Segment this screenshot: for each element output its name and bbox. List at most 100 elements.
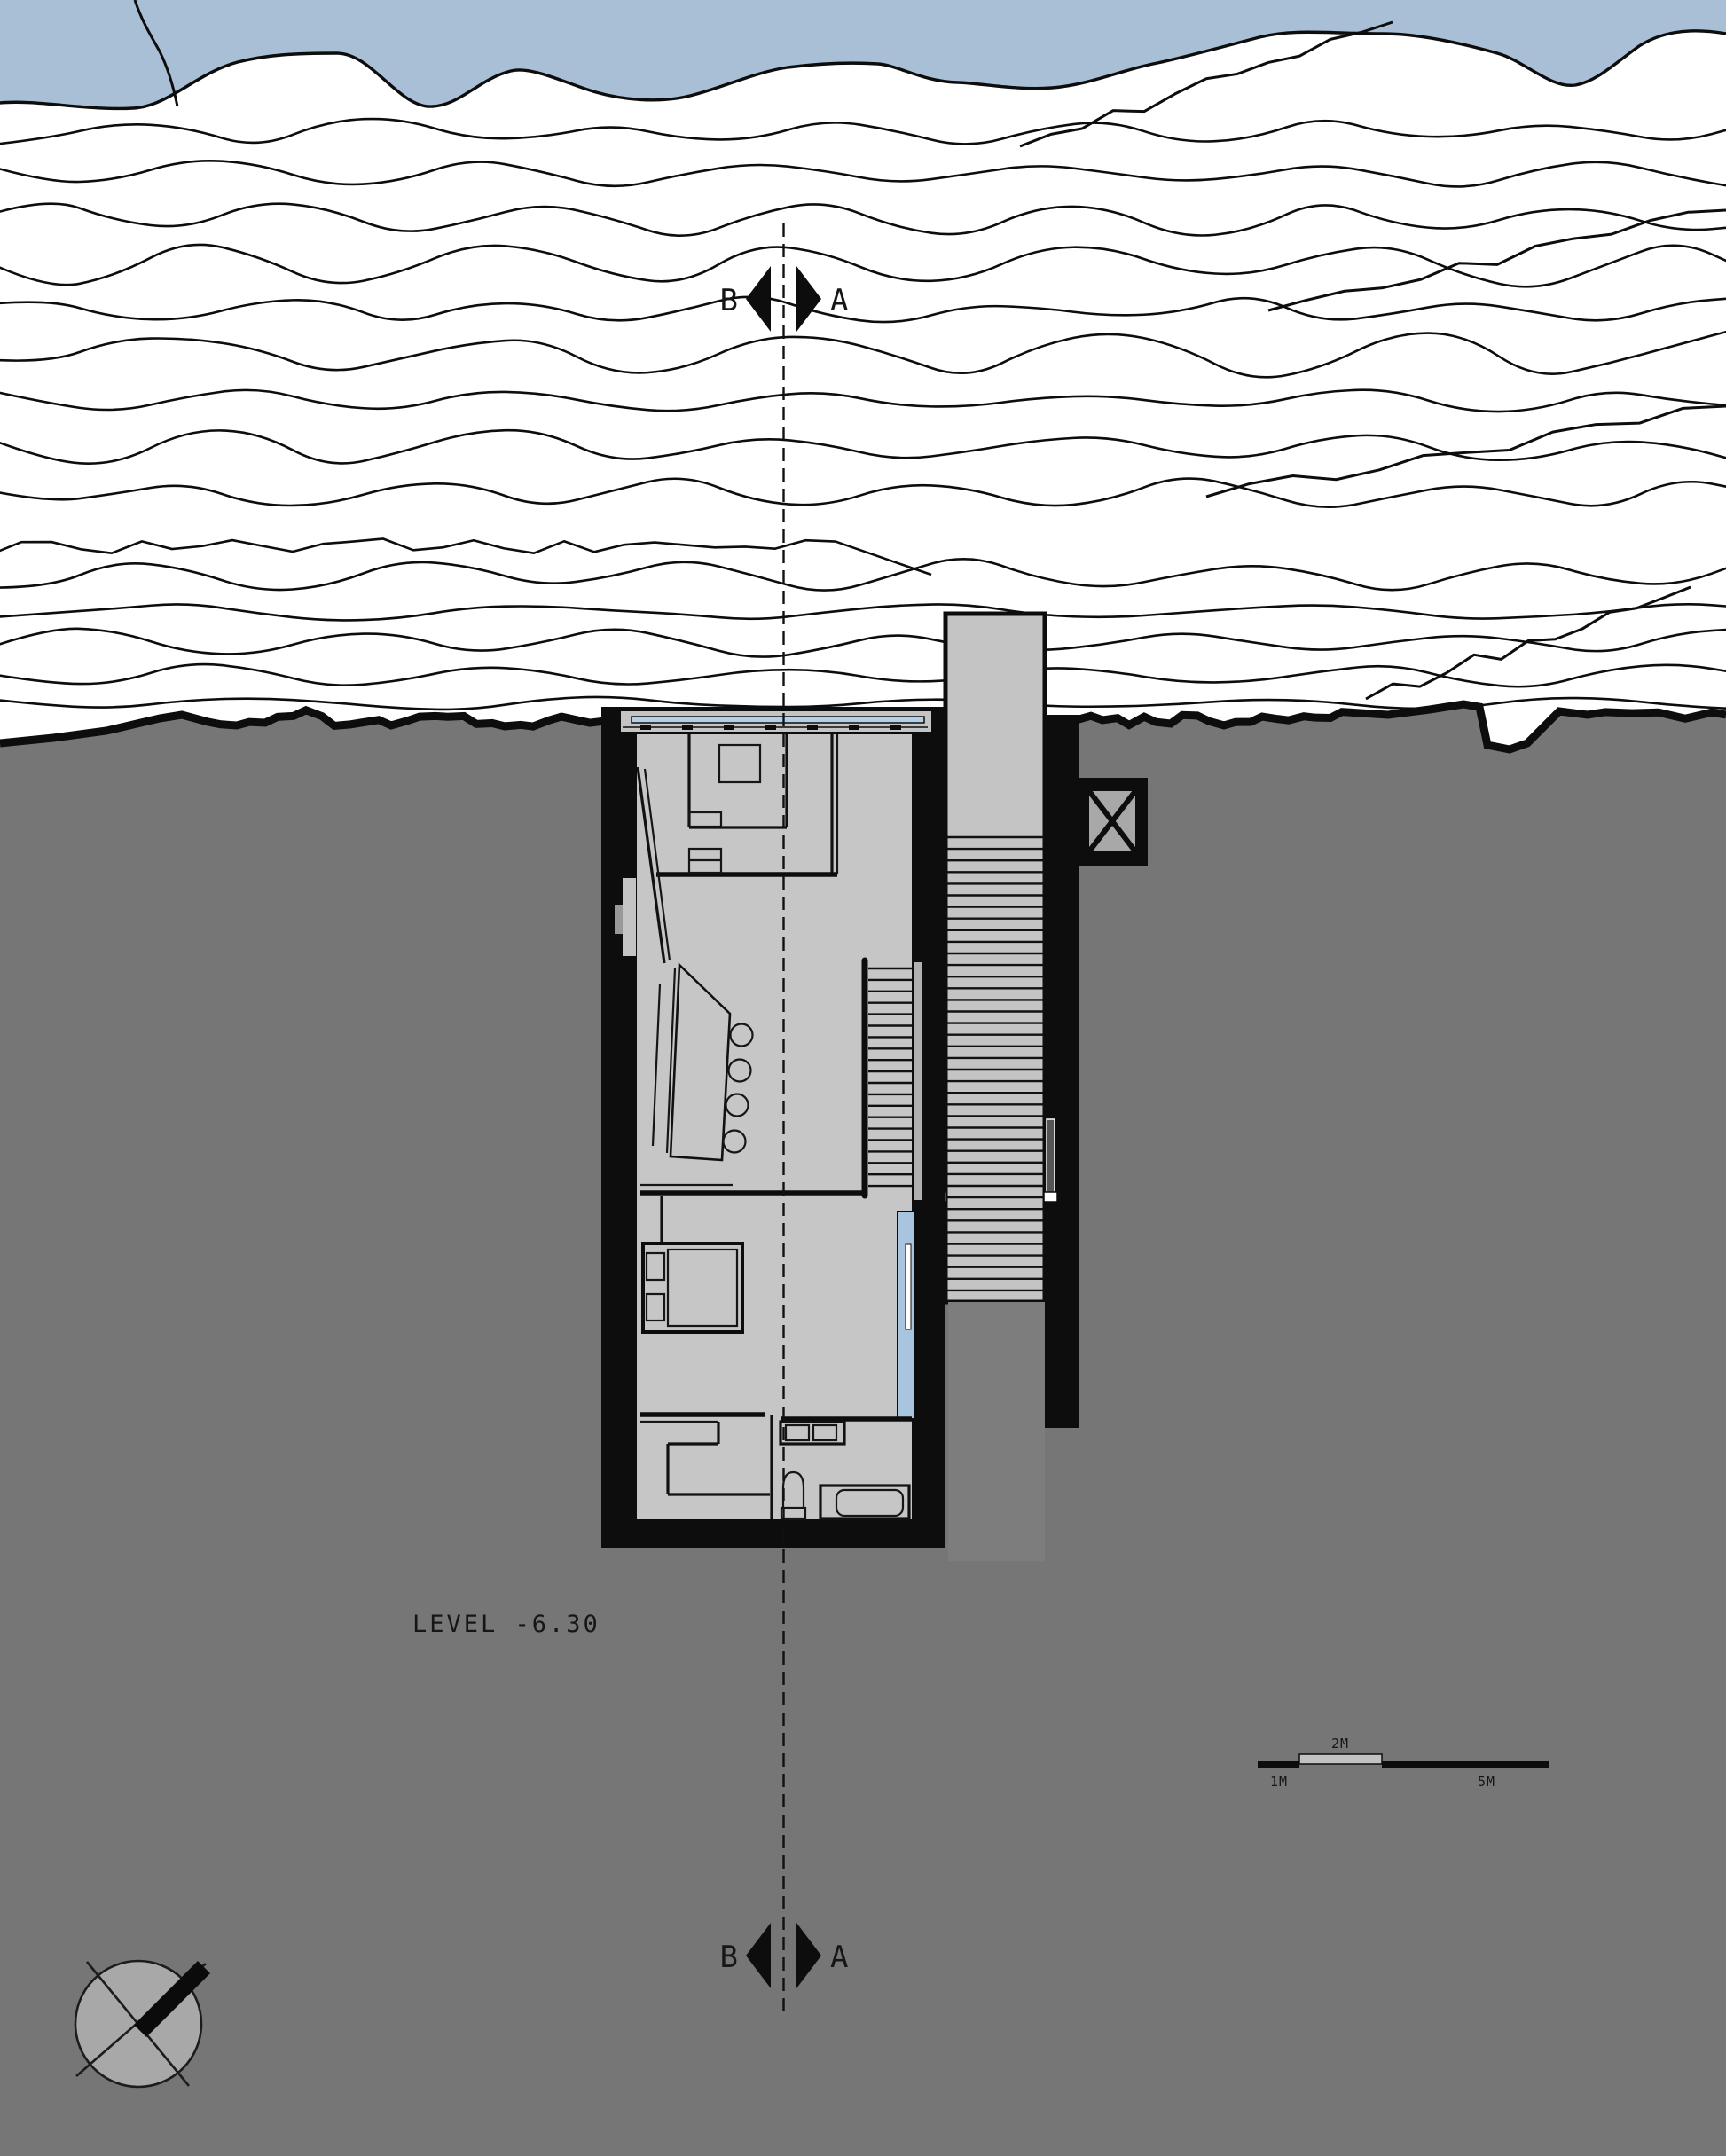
section-arrow-right-top [796, 266, 821, 332]
toilet-bowl [781, 1470, 805, 1508]
section-letter-a-top: A [830, 283, 848, 318]
stair-tower [932, 611, 1079, 1561]
bed-mattress [666, 1248, 739, 1328]
pool-slot [905, 1243, 912, 1330]
section-line-group: B A B A [720, 223, 848, 2011]
shelf-block [687, 811, 723, 828]
table-square [718, 743, 762, 784]
mullion-tick [682, 725, 693, 730]
section-arrow-left-bottom [746, 1923, 771, 1988]
contour-line [0, 558, 1726, 592]
counter-with-stools [636, 766, 754, 1162]
stool-2 [727, 1058, 752, 1083]
contour-line [0, 627, 1726, 658]
angled-wall-2 [643, 768, 671, 961]
section-arrow-left-top [746, 266, 771, 332]
water-fill [0, 0, 1726, 109]
vanity [779, 1420, 846, 1446]
glazed-top-wall [621, 711, 931, 732]
contour-line [0, 330, 1726, 379]
mullion-tick [890, 725, 901, 730]
mullion-tick [765, 725, 776, 730]
angled-wall-1 [636, 766, 666, 964]
scale-label-2m: 2M [1331, 1736, 1349, 1752]
scale-seg-2m [1298, 1753, 1383, 1765]
sink-2 [812, 1423, 838, 1442]
top-room [656, 734, 839, 877]
pool-strip [897, 1211, 915, 1420]
section-arrow-right-bottom [796, 1923, 821, 1988]
ground-edge-line [0, 700, 1726, 754]
mullion-tick [849, 725, 859, 730]
elevator-shaft-symbol [1077, 778, 1148, 866]
jagged-contour-line [0, 537, 932, 576]
contour-line [0, 160, 1726, 188]
section-marker-bottom: B A [720, 1923, 848, 1988]
north-compass [74, 1959, 210, 2089]
toilet-tank [780, 1506, 807, 1521]
contour-line [0, 117, 1726, 145]
water-edge-line [0, 29, 1726, 111]
bed-pillow-1 [645, 1251, 666, 1282]
window-band [631, 716, 925, 724]
level-label: LEVEL -6.30 [412, 1611, 600, 1638]
counter-top [669, 962, 732, 1162]
interior-stairs [861, 957, 922, 1200]
interior-floor [637, 734, 912, 1519]
tower-door-jamb-right [1046, 1118, 1055, 1196]
scale-label-5m: 5M [1478, 1774, 1495, 1790]
mullion-tick [807, 725, 818, 730]
contour-line [0, 662, 1726, 688]
tower-door-stop-right [1043, 1191, 1058, 1203]
bed-pillow-2 [645, 1292, 666, 1322]
shaft-x-line-2 [1087, 789, 1138, 853]
water-meander-line [133, 0, 179, 107]
ridge-line [1267, 208, 1726, 312]
section-letter-a-bottom: A [830, 1940, 848, 1975]
shower-tray [819, 1484, 911, 1521]
counter-edge-outer [651, 984, 662, 1147]
interior-stair-wall-strip [914, 962, 922, 1200]
stair-tower-treads [947, 835, 1043, 1292]
contour-line [0, 602, 1726, 622]
bathroom [779, 1420, 911, 1521]
floor-break [640, 1183, 867, 1196]
stool-4 [722, 1129, 747, 1154]
stool-1 [729, 1023, 754, 1047]
ridge-line [1205, 404, 1726, 498]
sea-water [0, 0, 1726, 111]
contour-line [0, 477, 1726, 509]
scale-seg-5m [1382, 1761, 1549, 1768]
contour-lines [0, 20, 1726, 711]
stairwell-opening [948, 1302, 1045, 1561]
section-letter-b-bottom: B [720, 1940, 738, 1975]
mullion-ticks [640, 725, 901, 730]
mullion-tick [640, 725, 651, 730]
mullion-tick [724, 725, 734, 730]
scale-label-1m: 1M [1270, 1774, 1288, 1790]
scale-seg-1m [1258, 1761, 1299, 1768]
contour-line [0, 295, 1726, 324]
bed-frame [641, 1242, 744, 1334]
scale-bar: 2M 1M 5M [1258, 1736, 1549, 1790]
west-wall-insert [623, 878, 636, 956]
bathroom-partition [640, 1412, 912, 1519]
building-plan [601, 707, 945, 1548]
sink-1 [784, 1423, 811, 1442]
contour-line [0, 388, 1726, 413]
bedroom [641, 1196, 744, 1334]
contour-line [0, 243, 1726, 288]
contour-line [0, 428, 1726, 465]
counter-inner-line [665, 968, 677, 1154]
closet-room [666, 1422, 770, 1496]
ridge-line [1019, 20, 1393, 148]
section-marker-top: B A [720, 266, 848, 332]
stair-tower-body [943, 611, 1047, 1305]
contour-line [0, 202, 1726, 237]
west-wall-nib [615, 905, 623, 934]
shower-inner [835, 1488, 905, 1517]
north-needle [134, 1961, 210, 2037]
section-letter-b-top: B [720, 283, 738, 318]
